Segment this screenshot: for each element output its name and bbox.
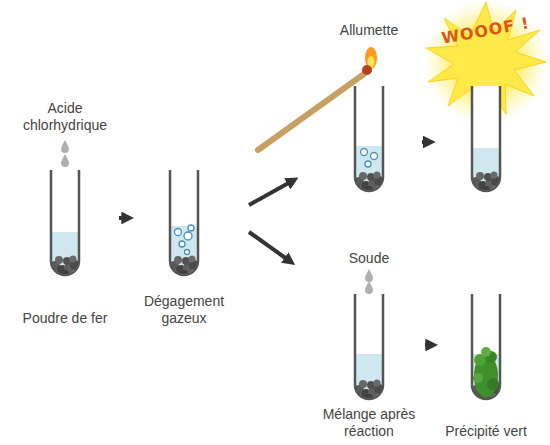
soda-drop: [365, 269, 373, 282]
step-caption: Dégagement gazeux: [139, 293, 229, 327]
test-tube: [471, 294, 501, 406]
test-tube-step: Allumette: [320, 22, 418, 197]
step-caption: Précipité vert: [445, 423, 527, 440]
test-tube: [50, 140, 80, 282]
reaction-arrow: [249, 232, 291, 262]
reaction-arrow: [119, 216, 129, 220]
step-caption: Allumette: [340, 22, 398, 39]
step-caption: Poudre de fer: [23, 310, 108, 327]
reaction-arrow: [249, 180, 294, 205]
test-tube: [354, 86, 384, 198]
green-precipitate: [473, 347, 499, 398]
gas-bubbles: [175, 225, 195, 255]
step-caption: Soude: [349, 250, 389, 267]
test-tube-step: Dégagement gazeux: [139, 112, 229, 327]
match: [258, 47, 377, 150]
step-caption: Mélange après réaction: [317, 406, 421, 440]
test-tube-step: SoudeMélange après réaction: [317, 250, 421, 440]
test-tube-step: Acide chlorhydriquePoudre de fer: [15, 100, 115, 327]
acid-drop: [61, 154, 69, 167]
test-tube-step: Précipité vert: [443, 250, 529, 440]
acid-drop: [61, 140, 69, 153]
test-tube: [471, 86, 501, 198]
test-tube-step: WOOOF !: [441, 22, 532, 197]
test-tube: [169, 170, 199, 282]
reaction-arrow: [425, 343, 433, 347]
test-tube: [354, 269, 384, 406]
sound-effect: WOOOF !: [441, 14, 532, 46]
step-caption: Acide chlorhydrique: [15, 100, 115, 134]
reaction-arrow: [422, 140, 431, 144]
soda-drop: [365, 281, 373, 294]
